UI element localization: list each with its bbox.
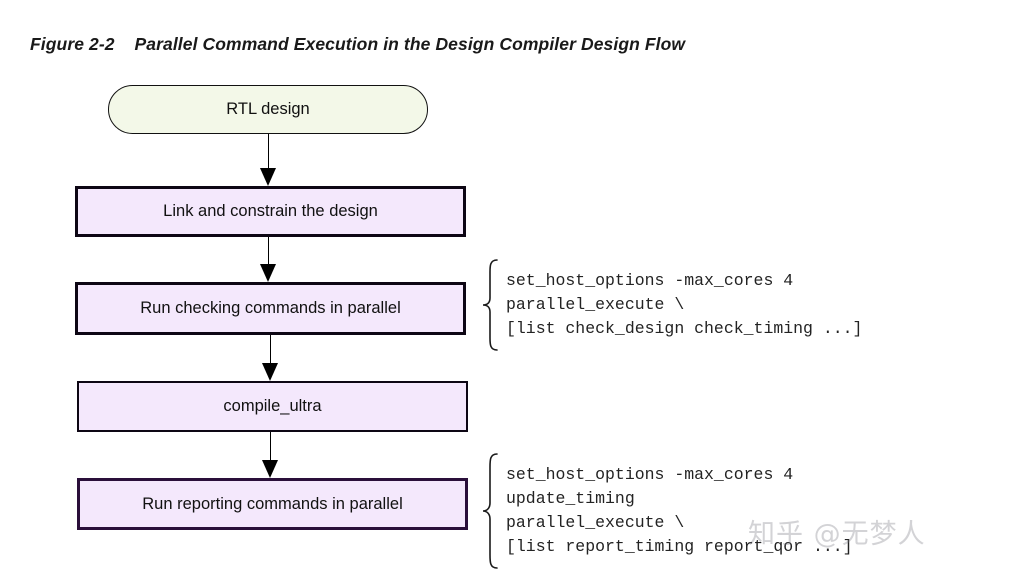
flow-node-label: RTL design <box>226 100 310 118</box>
flow-node-run-checking-commands: Run checking commands in parallel <box>75 282 466 335</box>
figure-caption: Figure 2-2 Parallel Command Execution in… <box>30 34 686 54</box>
flow-node-run-reporting-commands: Run reporting commands in parallel <box>77 478 468 530</box>
flow-node-label: Link and constrain the design <box>163 202 378 220</box>
flow-node-label: Run reporting commands in parallel <box>142 494 403 513</box>
flow-edge-compile-to-reporting <box>270 432 271 462</box>
flow-node-link-and-constrain: Link and constrain the design <box>75 186 466 237</box>
arrow-down-icon <box>260 168 276 186</box>
code-line: parallel_execute \ <box>506 295 685 314</box>
curly-brace-icon <box>482 453 498 569</box>
flow-edge-rtl-to-link <box>268 134 269 172</box>
arrow-down-icon <box>262 363 278 381</box>
curly-brace-icon <box>482 259 498 351</box>
flow-node-label: compile_ultra <box>223 397 322 415</box>
flow-node-compile-ultra: compile_ultra <box>77 381 468 432</box>
code-line: update_timing <box>506 489 635 508</box>
arrow-down-icon <box>260 264 276 282</box>
annotation-code-text: set_host_options -max_cores 4 parallel_e… <box>506 269 862 341</box>
flow-node-label: Run checking commands in parallel <box>140 299 401 317</box>
annotation-checking-commands-script: set_host_options -max_cores 4 parallel_e… <box>480 258 862 352</box>
arrow-down-icon <box>262 460 278 478</box>
code-line: [list report_timing report_qor ...] <box>506 537 853 556</box>
code-line: [list check_design check_timing ...] <box>506 319 863 338</box>
flow-edge-checking-to-compile <box>270 335 271 365</box>
code-line: set_host_options -max_cores 4 <box>506 271 794 290</box>
annotation-code-text: set_host_options -max_cores 4 update_tim… <box>506 463 853 559</box>
flow-node-rtl-design: RTL design <box>108 85 428 134</box>
flow-edge-link-to-checking <box>268 237 269 269</box>
annotation-reporting-commands-script: set_host_options -max_cores 4 update_tim… <box>480 452 853 570</box>
code-line: parallel_execute \ <box>506 513 685 532</box>
code-line: set_host_options -max_cores 4 <box>506 465 794 484</box>
